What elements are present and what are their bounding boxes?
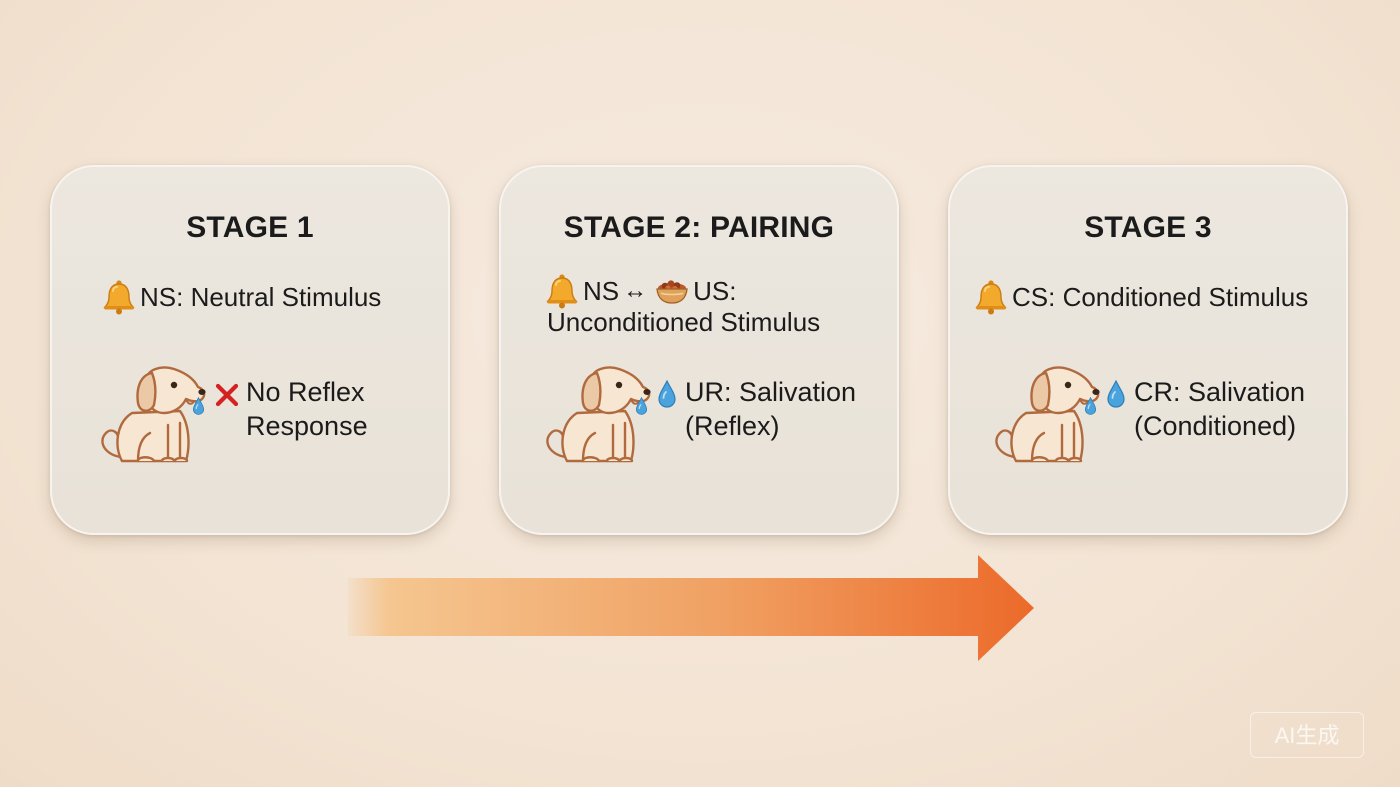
stage-1-title: STAGE 1 [186,211,314,244]
stage-2-stimulus-line2: Unconditioned Stimulus [547,307,821,337]
bell-icon [974,279,1008,315]
progress-arrow [348,555,1034,661]
stage-2-title: STAGE 2: PAIRING [563,211,835,244]
drool-drop-icon [1084,397,1097,415]
stage-1-response-line2: Response [246,411,368,441]
stage-2-stimulus-ns: NS [583,276,620,306]
bell-icon [545,273,579,309]
stage-1-card: STAGE 1 NS: Neutral Stimulus No Reflex R… [50,165,450,535]
stage-2-pairing-arrow: ↔ [623,277,648,304]
stage-3-response-line1: CR: Salivation [1134,377,1306,407]
stage-3-card: STAGE 3 CS: Conditioned Stimulus CR: Sal… [948,165,1348,535]
bell-icon [102,279,136,315]
stage-1-response-line1: No Reflex [246,377,365,407]
dog-icon [98,363,210,469]
stage-3-stimulus-label: CS: Conditioned Stimulus [1012,282,1309,312]
water-drop-icon [1106,380,1126,408]
drool-drop-icon [192,397,205,415]
dog-icon [543,363,655,469]
dog-icon [992,363,1104,469]
food-bowl-icon [655,277,689,305]
stage-2-response-line1: UR: Salivation [685,377,857,407]
stage-1-stimulus-label: NS: Neutral Stimulus [140,282,382,312]
stage-3-response: CR: Salivation (Conditioned) [1134,375,1305,443]
stage-2-response-line2: (Reflex) [685,411,780,441]
ai-generated-watermark: AI生成 [1250,712,1364,758]
drool-drop-icon [635,397,648,415]
stage-2-response: UR: Salivation (Reflex) [685,375,856,443]
stage-2-card: STAGE 2: PAIRING NS ↔ US: Unconditioned … [499,165,899,535]
cross-icon [215,383,239,407]
stage-1-stimulus: NS: Neutral Stimulus [102,279,381,315]
stage-3-response-line2: (Conditioned) [1134,411,1297,441]
stage-3-title: STAGE 3 [1084,211,1212,244]
stage-1-response: No Reflex Response [246,375,368,443]
stage-2-stimulus: NS ↔ US: [545,273,736,309]
stage-3-stimulus: CS: Conditioned Stimulus [974,279,1308,315]
stage-2-stimulus-us: US: [693,276,737,306]
water-drop-icon [657,380,677,408]
